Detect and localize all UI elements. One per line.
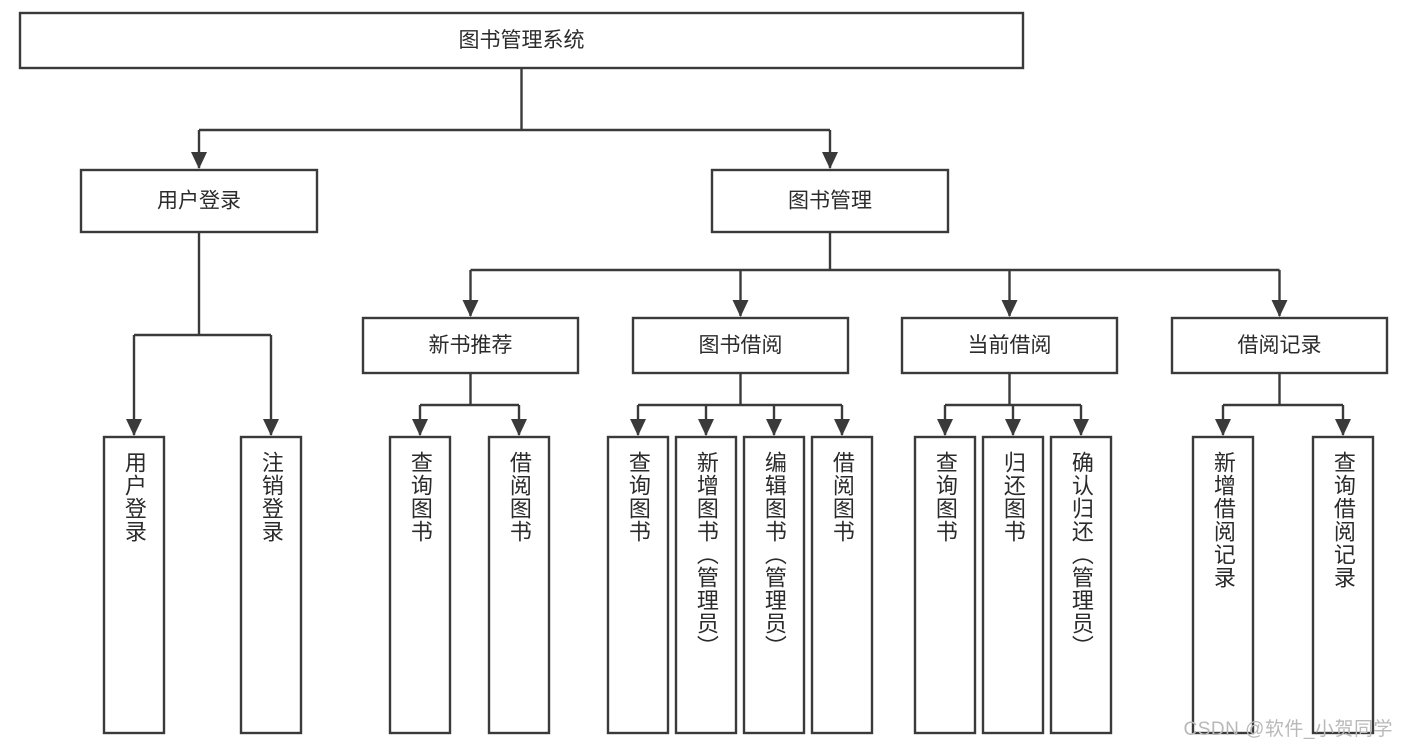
node-box-rec-query-record[interactable] <box>1311 435 1375 735</box>
node-label-new-book-rec: 新书推荐 <box>429 334 513 357</box>
arrow-head-icon <box>732 300 749 317</box>
arrow-head-icon <box>1001 300 1018 317</box>
node-box-root[interactable] <box>18 11 1025 70</box>
node-box-user-login-do[interactable] <box>102 435 166 735</box>
node-box-current-borrow[interactable] <box>900 316 1119 375</box>
arrow-head-icon <box>191 152 207 169</box>
node-boxes-layer <box>18 11 1389 735</box>
arrow-head-icon <box>462 300 479 317</box>
node-box-new-book-rec[interactable] <box>361 316 580 375</box>
arrow-head-icon <box>630 419 646 436</box>
arrow-head-icon <box>1073 419 1089 436</box>
node-box-rec-add-record[interactable] <box>1191 435 1255 735</box>
arrow-head-icon <box>1005 419 1021 436</box>
node-box-borrow-edit-book[interactable] <box>742 435 806 735</box>
arrow-head-icon <box>1215 419 1231 436</box>
node-label-borrow-record: 借阅记录 <box>1238 334 1322 357</box>
node-label-book-manage: 图书管理 <box>788 190 872 213</box>
arrow-head-icon <box>937 419 953 436</box>
node-box-cur-query-book[interactable] <box>913 435 977 735</box>
node-box-borrow-add-book[interactable] <box>674 435 738 735</box>
arrow-head-icon <box>698 419 714 436</box>
arrow-head-icon <box>511 419 527 436</box>
node-label-user-login: 用户登录 <box>157 190 241 213</box>
node-label-book-borrow: 图书借阅 <box>699 334 783 357</box>
node-box-borrow-borrow-book[interactable] <box>810 435 874 735</box>
connectors-layer <box>126 68 1351 436</box>
watermark-text: CSDN @软件_小贺同学 <box>1183 719 1393 740</box>
node-box-cur-confirm-return[interactable] <box>1049 435 1113 735</box>
arrow-head-icon <box>1271 300 1288 317</box>
arrow-head-icon <box>834 419 850 436</box>
node-label-current-borrow: 当前借阅 <box>968 334 1052 357</box>
node-box-borrow-record[interactable] <box>1170 316 1389 375</box>
node-box-cur-return-book[interactable] <box>981 435 1045 735</box>
node-box-book-manage[interactable] <box>710 168 950 234</box>
arrow-head-icon <box>1335 419 1351 436</box>
arrow-head-icon <box>126 419 142 436</box>
arrow-head-icon <box>822 152 838 169</box>
node-box-book-borrow[interactable] <box>631 316 850 375</box>
node-box-rec-borrow-book[interactable] <box>487 435 551 735</box>
node-box-user-login[interactable] <box>79 168 319 234</box>
arrow-head-icon <box>263 419 279 436</box>
arrow-head-icon <box>766 419 782 436</box>
arrow-head-icon <box>412 419 428 436</box>
node-box-rec-query-book[interactable] <box>388 435 452 735</box>
node-box-borrow-query-book[interactable] <box>606 435 670 735</box>
node-label-root: 图书管理系统 <box>459 29 585 52</box>
node-box-user-logout[interactable] <box>239 435 303 735</box>
